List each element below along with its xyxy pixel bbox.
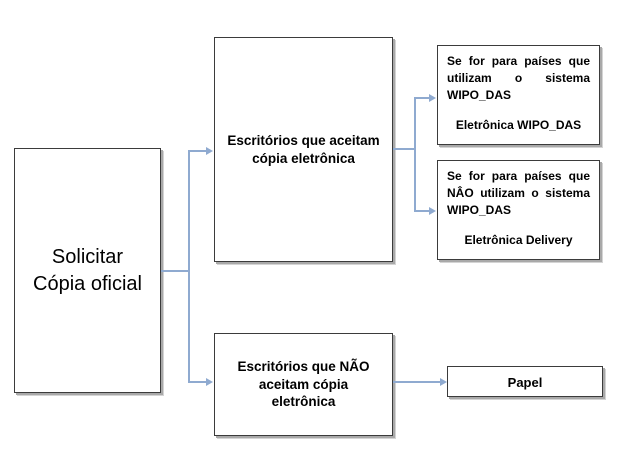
node-condition-delivery: Se for para países que NÂO utilizam o si… — [447, 169, 590, 218]
arrowhead-electronic-to-delivery — [429, 207, 436, 215]
edge-not-electronic-to-paper — [393, 381, 441, 383]
node-solicitar-copia-oficial[interactable]: Solicitar Cópia oficial — [14, 148, 161, 393]
arrowhead-start-to-electronic — [206, 147, 213, 155]
node-wipo-das[interactable]: Se for para países que utilizam o sistem… — [437, 45, 600, 145]
edge-start-to-not-electronic — [188, 381, 207, 383]
edge-electronic-to-delivery — [414, 210, 430, 212]
node-escritorios-nao-aceitam-copia-eletronica[interactable]: Escritórios que NÃO aceitam cópia eletrô… — [214, 333, 393, 436]
node-label-electronic: Escritórios que aceitam cópia eletrônica — [227, 132, 380, 166]
edge-start-trunk — [161, 270, 189, 272]
arrowhead-not-electronic-to-paper — [440, 378, 447, 386]
node-papel[interactable]: Papel — [447, 366, 603, 397]
arrowhead-start-to-not-electronic — [206, 378, 213, 386]
node-label-paper: Papel — [507, 374, 543, 390]
edge-start-riser — [188, 150, 190, 382]
edge-start-to-electronic — [188, 150, 207, 152]
node-result-wipo: Eletrônica WIPO_DAS — [455, 118, 582, 133]
edge-electronic-to-wipo — [414, 97, 430, 99]
node-label-start: Solicitar Cópia oficial — [33, 245, 142, 295]
node-escritorios-aceitam-copia-eletronica[interactable]: Escritórios que aceitam cópia eletrônica — [214, 37, 393, 262]
node-label-not-electronic: Escritórios que NÃO aceitam cópia eletrô… — [237, 359, 370, 410]
node-condition-wipo: Se for para países que utilizam o sistem… — [447, 54, 590, 103]
edge-electronic-riser — [414, 97, 416, 211]
node-electronic-delivery[interactable]: Se for para países que NÂO utilizam o si… — [437, 160, 600, 260]
arrowhead-electronic-to-wipo — [429, 94, 436, 102]
node-result-delivery: Eletrônica Delivery — [464, 233, 573, 248]
edge-electronic-trunk — [393, 148, 415, 150]
